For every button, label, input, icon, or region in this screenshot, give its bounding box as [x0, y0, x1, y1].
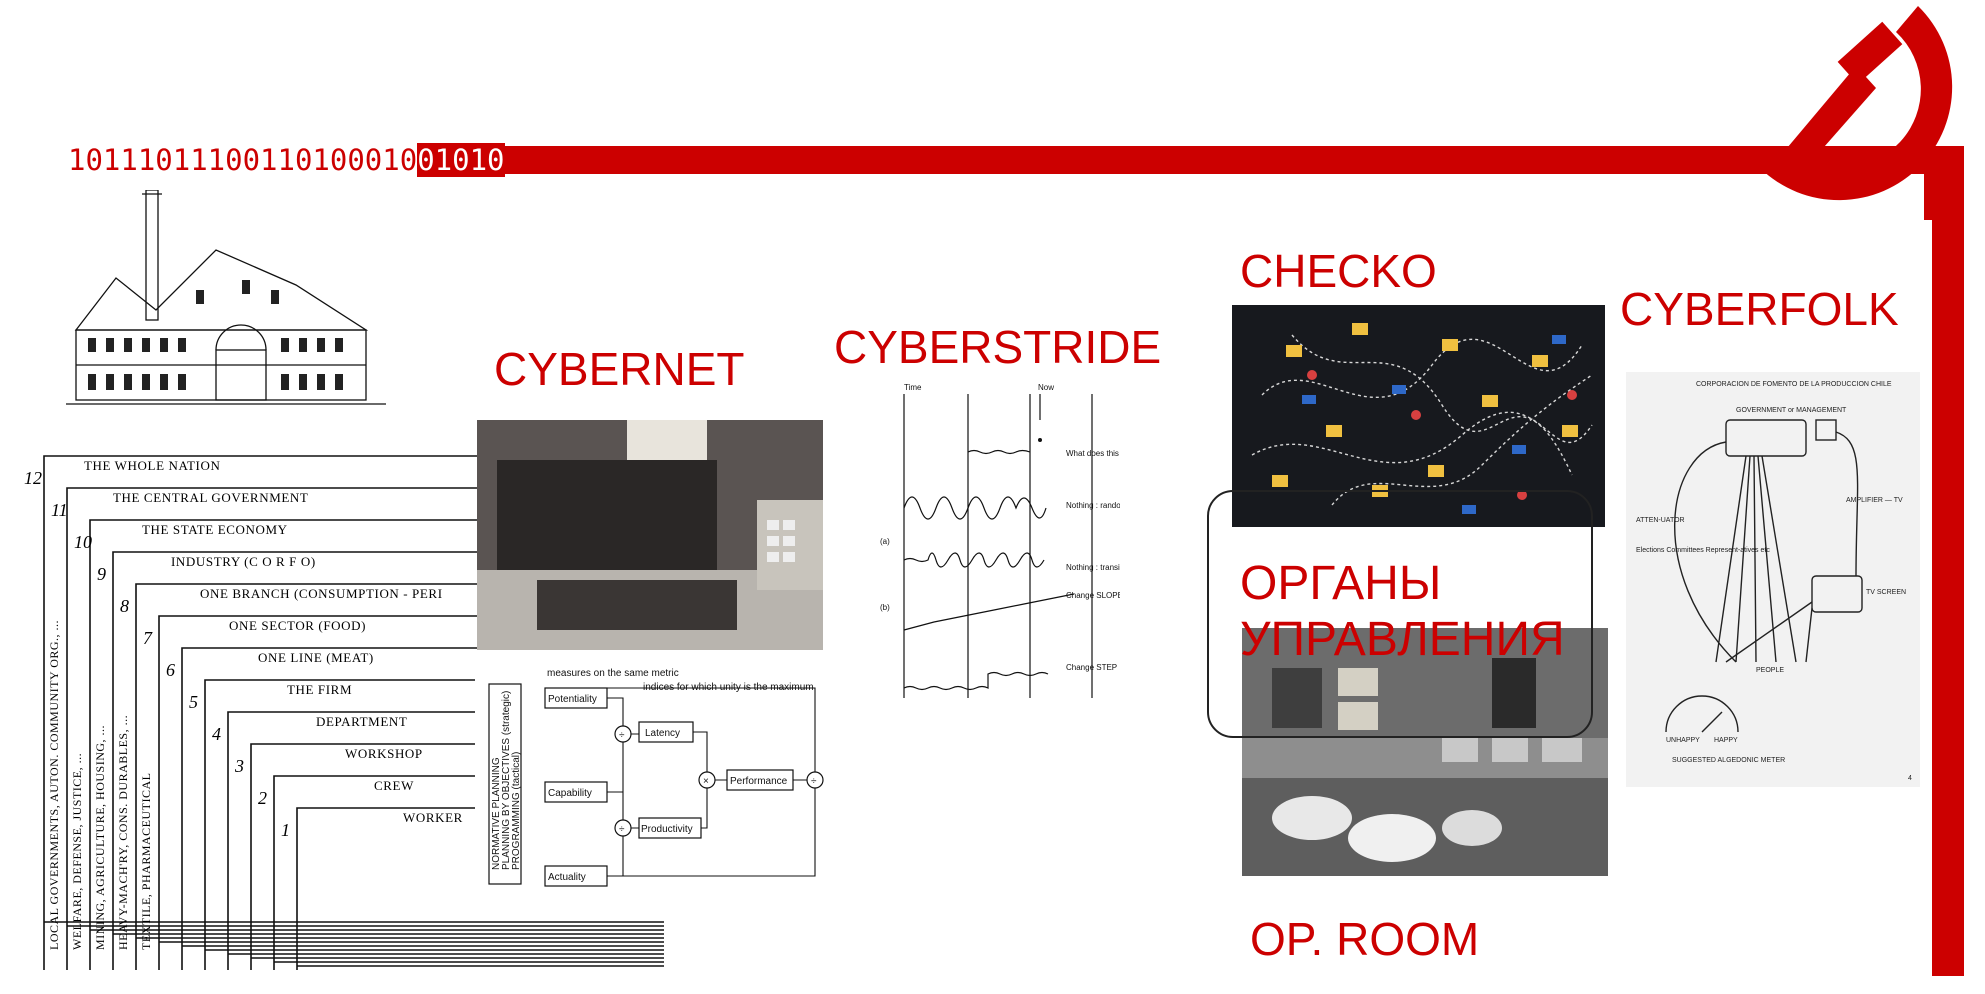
nested-level-number: 3	[234, 756, 244, 776]
binary-string: 1011101110011010001001010	[68, 143, 505, 177]
sketch-gov: GOVERNMENT or MANAGEMENT	[1736, 407, 1847, 414]
stride-mark-b: (b)	[880, 603, 890, 612]
nested-level-label: DEPARTMENT	[316, 714, 407, 729]
pm-node-actuality: Actuality	[548, 872, 586, 883]
nested-level-side-label: LOCAL GOVERNMENTS, AUTON. COMMUNITY ORG.…	[47, 620, 61, 950]
nested-level-label: ONE LINE (MEAT)	[258, 650, 374, 665]
factory-illustration	[66, 190, 386, 410]
nested-level-number: 7	[143, 628, 153, 648]
stride-note-4: Change SLOPE	[1066, 591, 1120, 600]
pm-side-label-1: NORMATIVE PLANNING	[491, 757, 502, 870]
performance-measures-diagram: measures on the same metric indices for …	[475, 660, 835, 900]
pm-op-3: ×	[703, 776, 709, 787]
telex-machine-photo	[477, 420, 823, 650]
nested-level-border	[89, 519, 660, 970]
pm-node-capability: Capability	[548, 788, 592, 799]
sketch-tv: TV SCREEN	[1866, 589, 1906, 596]
nested-level-number: 12	[24, 468, 42, 488]
nested-level-label: THE CENTRAL GOVERNMENT	[113, 490, 308, 505]
stride-note-2: Nothing : random variation	[1066, 501, 1120, 510]
nested-level-border	[66, 487, 662, 970]
nested-level-number: 2	[258, 788, 267, 808]
nested-level-side-label: MINING, AGRICULTURE, HOUSING, ...	[93, 725, 107, 950]
sketch-amplifier: AMPLIFIER — TV	[1846, 497, 1903, 504]
nested-level-label: WORKER	[403, 810, 463, 825]
right-red-bar	[1932, 146, 1964, 976]
stride-mark-a: (a)	[880, 537, 890, 546]
nested-level-label: CREW	[374, 778, 414, 793]
nested-level-number: 8	[120, 596, 129, 616]
sketch-happy: HAPPY	[1714, 737, 1738, 744]
nested-hierarchy-svg: 12 THE WHOLE NATION LOCAL GOVERNMENTS, AUT…	[24, 455, 664, 970]
pm-node-latency: Latency	[645, 728, 680, 739]
pm-side-label-3: PROGRAMMING (tactical)	[511, 752, 522, 870]
pm-header-left: measures on the same metric	[547, 668, 679, 679]
pm-node-productivity: Productivity	[641, 824, 693, 835]
cyberstride-chart: Time Now (a) (b) What does this mean ? N…	[880, 380, 1120, 705]
nested-level-label: THE FIRM	[287, 682, 352, 697]
pm-op-4: ÷	[811, 776, 817, 787]
cyberfolk-sketch: CORPORACION DE FOMENTO DE LA PRODUCCION …	[1626, 372, 1920, 787]
nested-level-side-label: TEXTILE, PHARMACEUTICAL	[139, 773, 153, 950]
nested-hierarchy-diagram: 12 THE WHOLE NATION LOCAL GOVERNMENTS, AUT…	[24, 450, 684, 975]
sketch-elections: Elections Committees Represent-atives et…	[1636, 547, 1770, 554]
pm-node-performance: Performance	[730, 776, 788, 787]
stride-now-label: Now	[1038, 383, 1054, 392]
stride-note-3: Nothing : transient	[1066, 563, 1120, 572]
pm-op-1: ÷	[619, 730, 625, 741]
label-cybernet: CYBERNET	[494, 343, 745, 395]
stride-note-1: What does this mean ?	[1066, 449, 1120, 458]
hammer-sickle-icon	[1748, 0, 1985, 220]
nested-level-number: 6	[166, 660, 175, 680]
nested-level-number: 11	[51, 500, 68, 520]
operations-room-photo	[1242, 628, 1608, 876]
pm-op-2: ÷	[619, 824, 625, 835]
label-cyberfolk: CYBERFOLK	[1620, 283, 1899, 335]
binary-white-digits: 01010	[417, 143, 505, 177]
organy-frame	[1207, 490, 1593, 738]
sketch-unhappy: UNHAPPY	[1666, 737, 1700, 744]
nested-level-number: 9	[97, 564, 106, 584]
nested-level-label: ONE BRANCH (CONSUMPTION - PERI	[200, 586, 443, 601]
nested-level-label: THE STATE ECONOMY	[142, 522, 288, 537]
nested-level-label: THE WHOLE NATION	[84, 458, 220, 473]
nested-level-label: ONE SECTOR (FOOD)	[229, 618, 366, 633]
pm-side-label-2: PLANNING BY OBJECTIVES (strategic)	[501, 691, 512, 870]
nested-level-number: 5	[189, 692, 198, 712]
nested-level-label: INDUSTRY (C O R F O)	[171, 554, 316, 569]
label-cyberstride: CYBERSTRIDE	[834, 321, 1162, 373]
nested-level-number: 10	[74, 532, 92, 552]
label-op-room: OP. ROOM	[1250, 913, 1480, 965]
sketch-people: PEOPLE	[1756, 667, 1784, 674]
pm-node-potentiality: Potentiality	[548, 694, 597, 705]
nested-level-border	[43, 455, 664, 970]
nested-level-number: 4	[212, 724, 221, 744]
nested-level-side-label: WELFARE, DEFENSE, JUSTICE, ...	[70, 753, 84, 950]
nested-level-label: WORKSHOP	[345, 746, 423, 761]
nested-level-border	[112, 551, 658, 970]
sketch-page: 4	[1908, 775, 1912, 782]
label-checko: CHECKO	[1240, 245, 1437, 297]
binary-red-digits: 10111011100110100010	[68, 143, 418, 177]
sketch-attenuator: ATTEN-UATOR	[1636, 517, 1685, 524]
nested-level-number: 1	[281, 820, 290, 840]
sketch-header: CORPORACION DE FOMENTO DE LA PRODUCCION …	[1696, 381, 1892, 388]
label-organy-upravleniya: ОРГАНЫ УПРАВЛЕНИЯ	[1240, 557, 1565, 666]
nested-level-side-label: HEAVY-MACH'RY, CONS. DURABLES, ...	[116, 715, 130, 950]
stride-time-label: Time	[904, 383, 922, 392]
sketch-meter: SUGGESTED ALGEDONIC METER	[1672, 757, 1785, 764]
